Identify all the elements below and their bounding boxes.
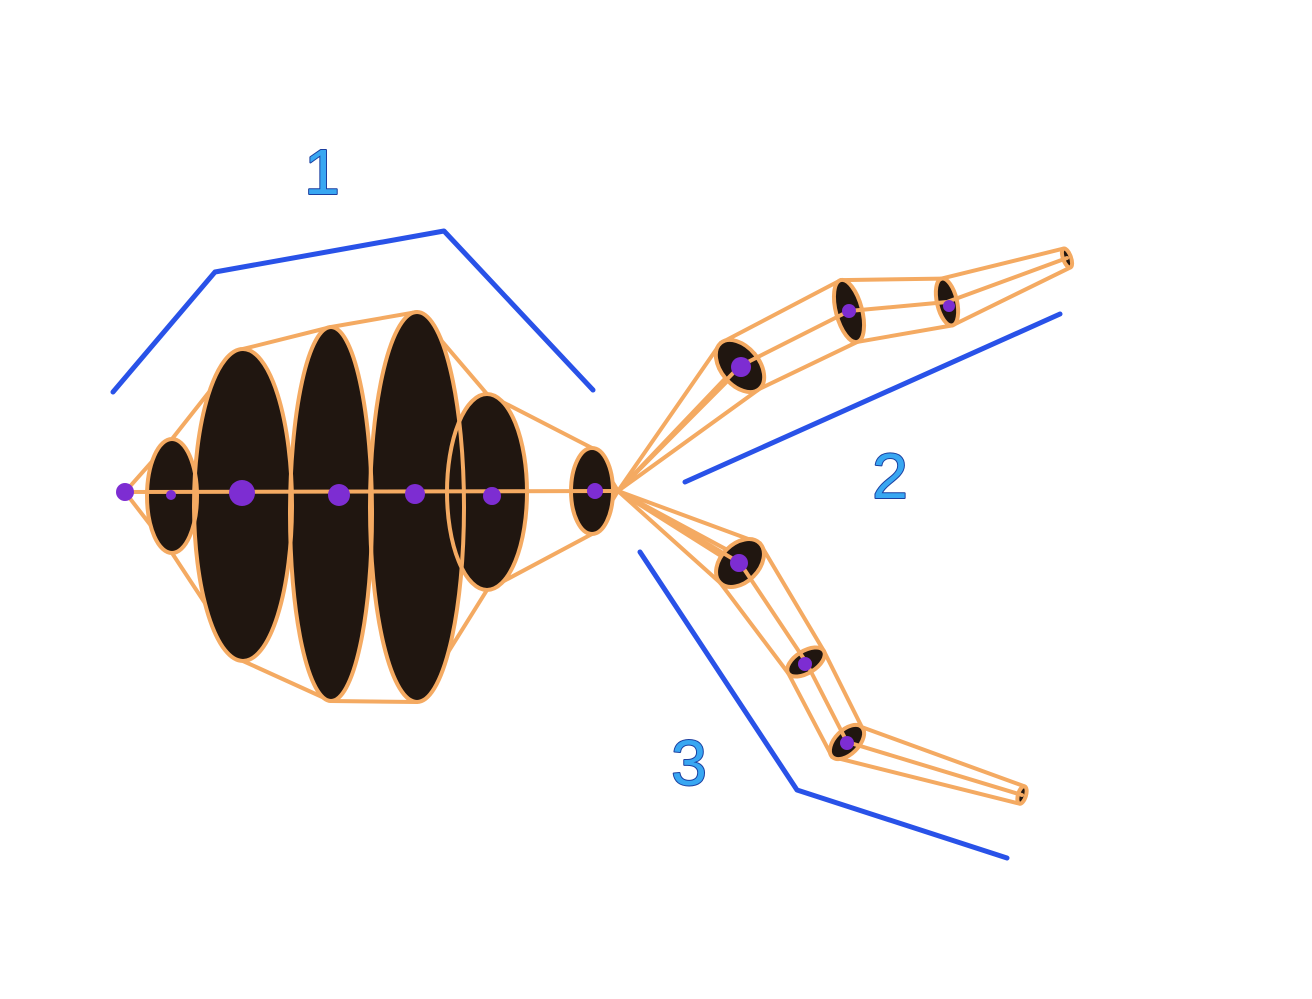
body-joint-dot-6 bbox=[483, 487, 501, 505]
body-joint-dot-7 bbox=[587, 483, 603, 499]
lower-limb-fan-line bbox=[616, 489, 723, 585]
lower-limb-upper-edge bbox=[757, 541, 826, 653]
body-joint-dot-5 bbox=[405, 484, 425, 504]
bracket-line-1 bbox=[110, 228, 596, 395]
upper-limb-lower-edge bbox=[950, 265, 1073, 328]
label-1: 1 bbox=[304, 136, 340, 208]
upper-limb-joint-dot-1 bbox=[731, 357, 751, 377]
upper-limb-joint-dot-3 bbox=[943, 300, 955, 312]
upper-limb-lower-edge bbox=[855, 323, 955, 344]
lower-limb-joint-dot-2 bbox=[798, 657, 812, 671]
label-2: 2 bbox=[872, 440, 908, 512]
lower-limb-upper-edge bbox=[859, 725, 1027, 789]
lower-limb-fan-line bbox=[616, 489, 762, 546]
lower-limb-lower-edge bbox=[718, 580, 791, 676]
lower-limb-upper-edge bbox=[821, 648, 864, 730]
upper-limb-lower-edge bbox=[757, 339, 860, 391]
body-segment-fill-4 bbox=[370, 312, 464, 702]
upper-limb-upper-edge bbox=[838, 276, 944, 283]
upper-limb-joint-dot-2 bbox=[842, 304, 856, 318]
body-joint-dot-3 bbox=[229, 480, 255, 506]
body-hull-top bbox=[123, 310, 620, 494]
bracket-line-3 bbox=[637, 549, 1010, 861]
body-axis-line bbox=[123, 489, 620, 494]
body-joint-dot-4 bbox=[328, 484, 350, 506]
annotation-lines bbox=[110, 228, 1063, 861]
upper-limb-fan-line bbox=[616, 341, 723, 493]
upper-limb-fan-line bbox=[616, 386, 762, 493]
body-joint-dot-2 bbox=[166, 490, 176, 500]
label-3: 3 bbox=[671, 727, 707, 799]
body-joint-dot-1 bbox=[116, 483, 134, 501]
body-hull-lines bbox=[123, 310, 620, 704]
lower-limb-joint-dot-1 bbox=[730, 554, 748, 572]
lower-limb-segment-outline-1 bbox=[714, 537, 766, 589]
segment-fills bbox=[147, 248, 1073, 804]
upper-limb-upper-edge bbox=[939, 246, 1066, 281]
body-hull-bottom bbox=[123, 489, 620, 704]
lower-limb-segment-outline-3 bbox=[827, 722, 867, 762]
upper-limb-segment-outline-2 bbox=[831, 277, 867, 345]
annotation-labels: 1 2 3 bbox=[303, 135, 909, 800]
bracket-line-2 bbox=[682, 311, 1063, 485]
upper-limb-upper-edge bbox=[718, 278, 843, 346]
body-segment-outline-4 bbox=[368, 310, 466, 704]
lower-limb-lower-edge bbox=[786, 671, 835, 759]
joint-dots bbox=[116, 300, 955, 750]
body-segment-fill-3 bbox=[290, 327, 372, 701]
lower-limb-lower-edge bbox=[830, 754, 1022, 806]
body-segment-outline-1 bbox=[145, 437, 199, 555]
lower-limb-joint-dot-3 bbox=[840, 736, 854, 750]
